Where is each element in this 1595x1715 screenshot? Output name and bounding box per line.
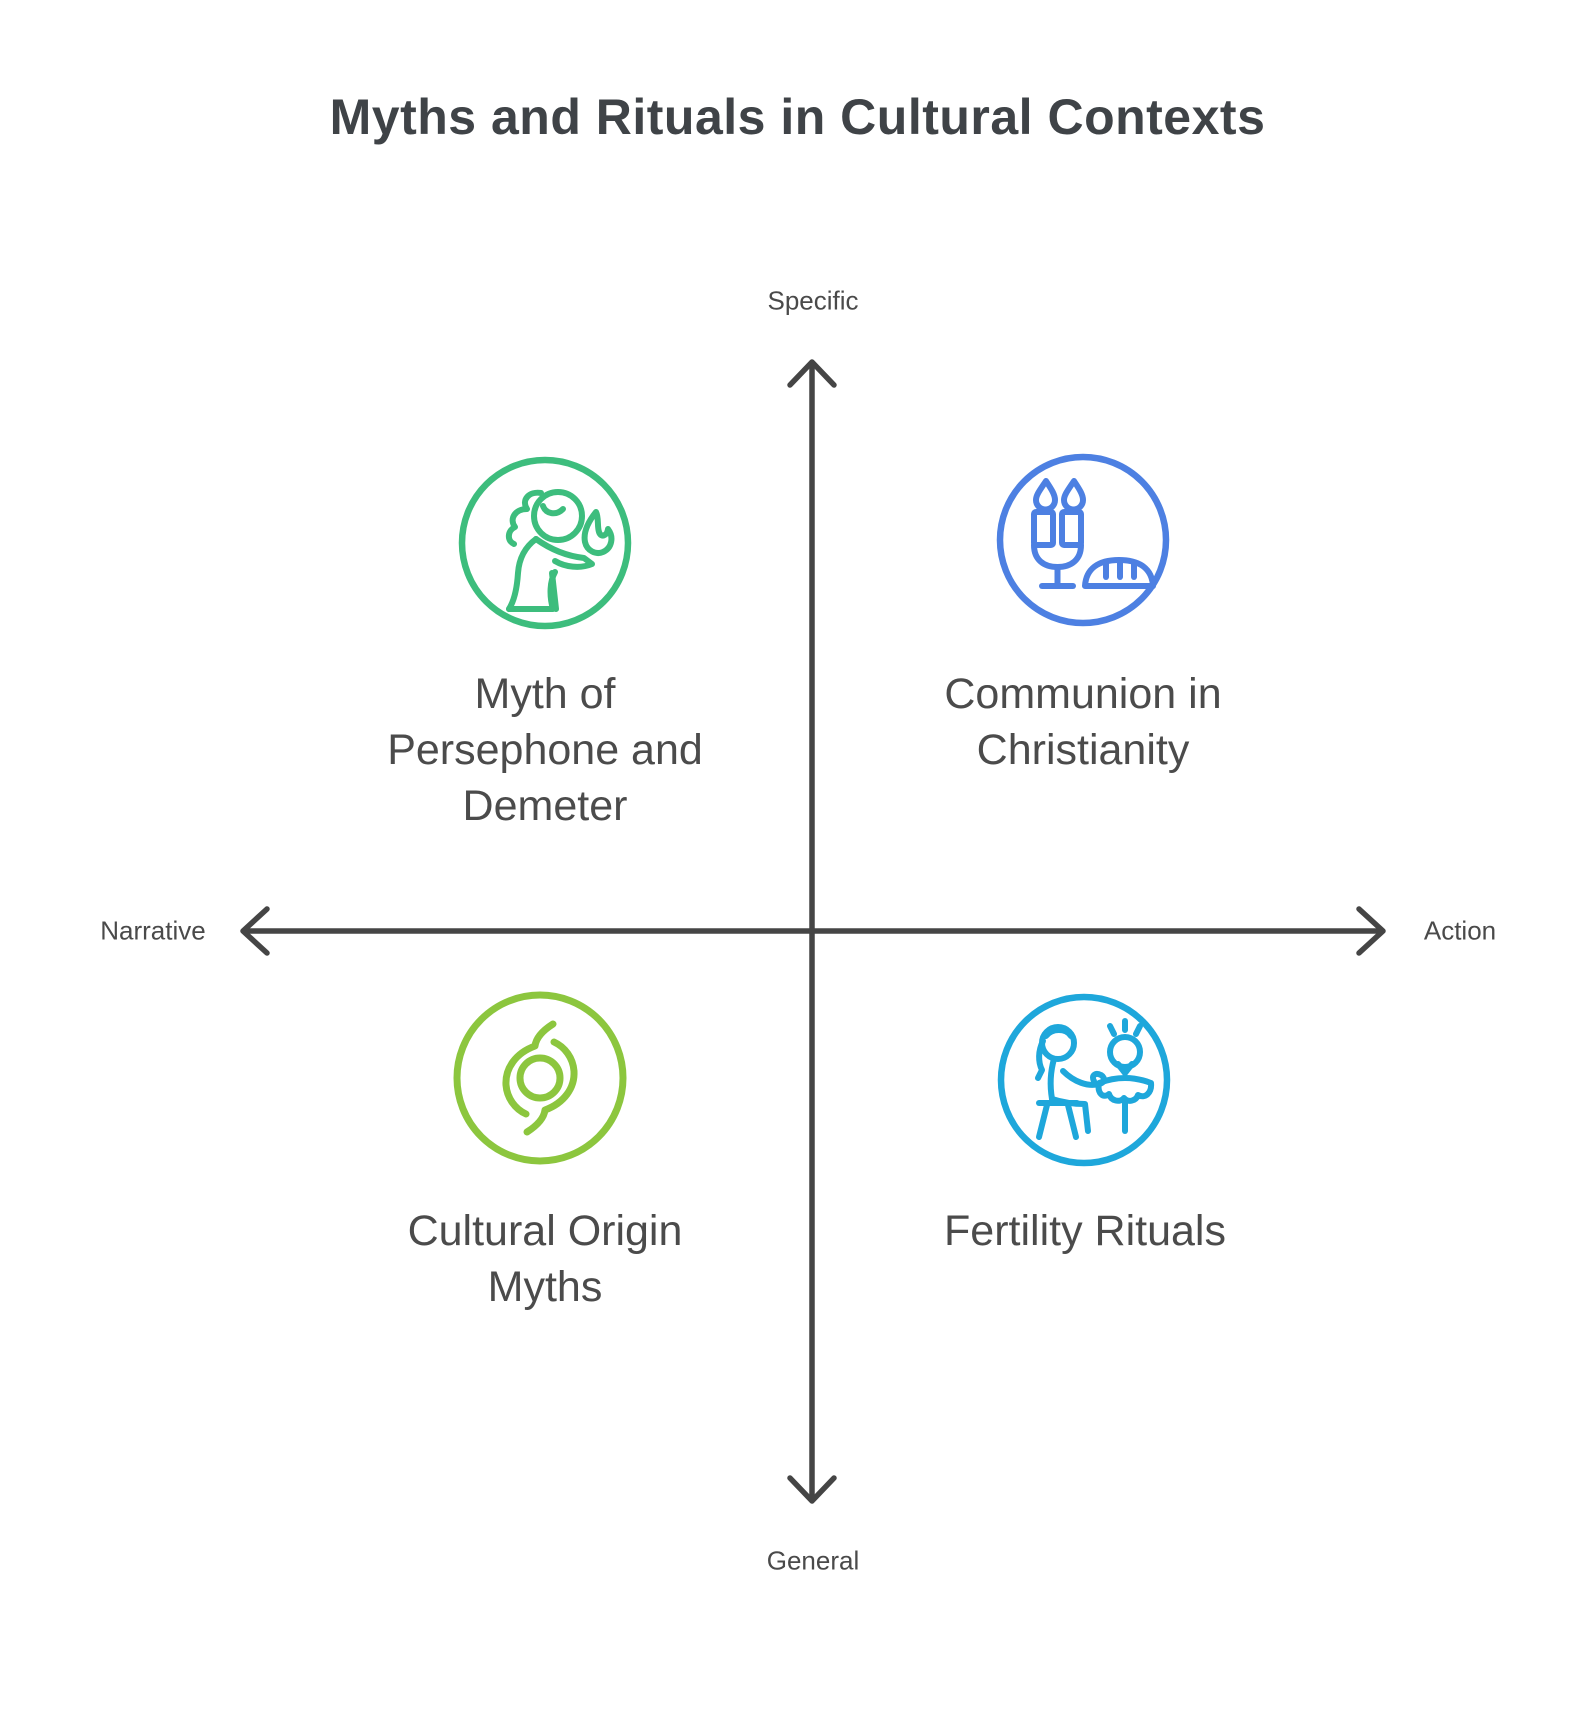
arrow-down-icon bbox=[787, 1475, 837, 1504]
persephone-flame-icon bbox=[455, 453, 635, 633]
quadrant-label-bottom-left: Cultural Origin Myths bbox=[407, 1207, 683, 1311]
quadrant-label-top-left: Myth of Persephone and Demeter bbox=[387, 670, 703, 830]
nurturing-figure-icon bbox=[994, 990, 1174, 1170]
arrow-right-icon bbox=[1356, 906, 1386, 956]
page-title: Myths and Rituals in Cultural Contexts bbox=[329, 89, 1266, 145]
axis-label-narrative: Narrative bbox=[100, 915, 206, 946]
arrow-up-icon bbox=[787, 359, 837, 388]
arrow-left-icon bbox=[240, 906, 270, 956]
origin-swirl-icon bbox=[450, 988, 630, 1168]
axis-label-general: General bbox=[766, 1545, 860, 1576]
axis-label-specific: Specific bbox=[767, 285, 859, 316]
quadrant-label-top-right: Communion in Christianity bbox=[944, 670, 1222, 774]
axis-label-action: Action bbox=[1423, 915, 1497, 946]
quadrant-label-bottom-right: Fertility Rituals bbox=[944, 1207, 1226, 1255]
chalice-bread-icon bbox=[993, 450, 1173, 630]
